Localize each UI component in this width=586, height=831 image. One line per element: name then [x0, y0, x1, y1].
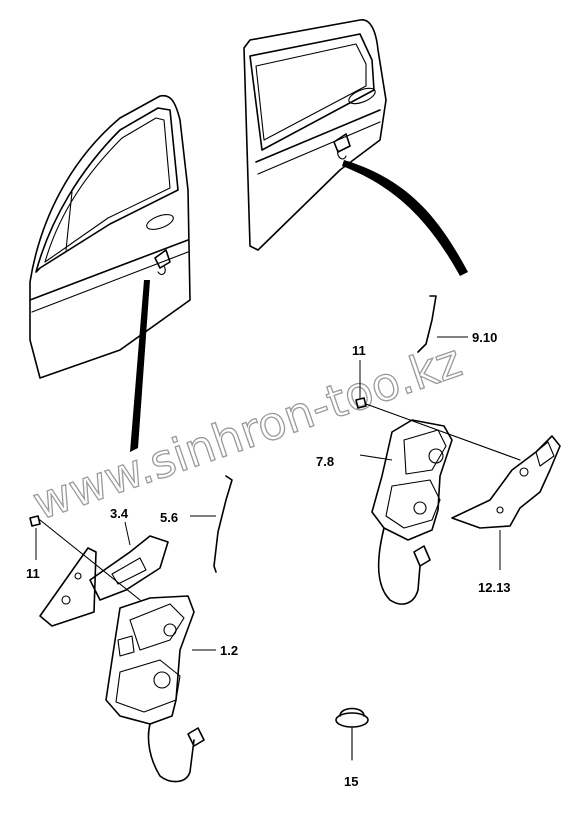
watermark-text: www.sinhron-too.kz — [26, 333, 468, 530]
front-screw — [29, 515, 141, 601]
rear-door-pointer — [342, 160, 468, 276]
front-bracket — [39, 535, 169, 627]
plug — [335, 707, 369, 761]
callout-front-rod: 5.6 — [160, 510, 178, 525]
callout-rear-bracket: 12.13 — [478, 580, 511, 595]
callout-rear-rod: 9.10 — [472, 330, 497, 345]
leader-rear-actuator — [359, 454, 393, 461]
front-door-pointer — [130, 280, 150, 452]
callout-screw-rear: 11 — [352, 343, 366, 358]
callout-rear-actuator: 7.8 — [316, 454, 334, 469]
front-lock-actuator — [105, 595, 205, 783]
leader-front-bracket — [124, 521, 131, 546]
rear-rod — [417, 295, 437, 353]
rear-screw — [355, 397, 521, 461]
callout-front-bracket: 3.4 — [110, 506, 129, 521]
callout-screw-front: 11 — [26, 566, 40, 581]
front-rod — [213, 475, 233, 573]
callout-plug: 15 — [344, 774, 358, 789]
rear-bracket — [451, 435, 561, 529]
rear-door — [243, 19, 387, 251]
rear-lock-actuator — [371, 419, 453, 605]
callout-front-actuator: 1.2 — [220, 643, 238, 658]
front-door — [29, 94, 191, 379]
